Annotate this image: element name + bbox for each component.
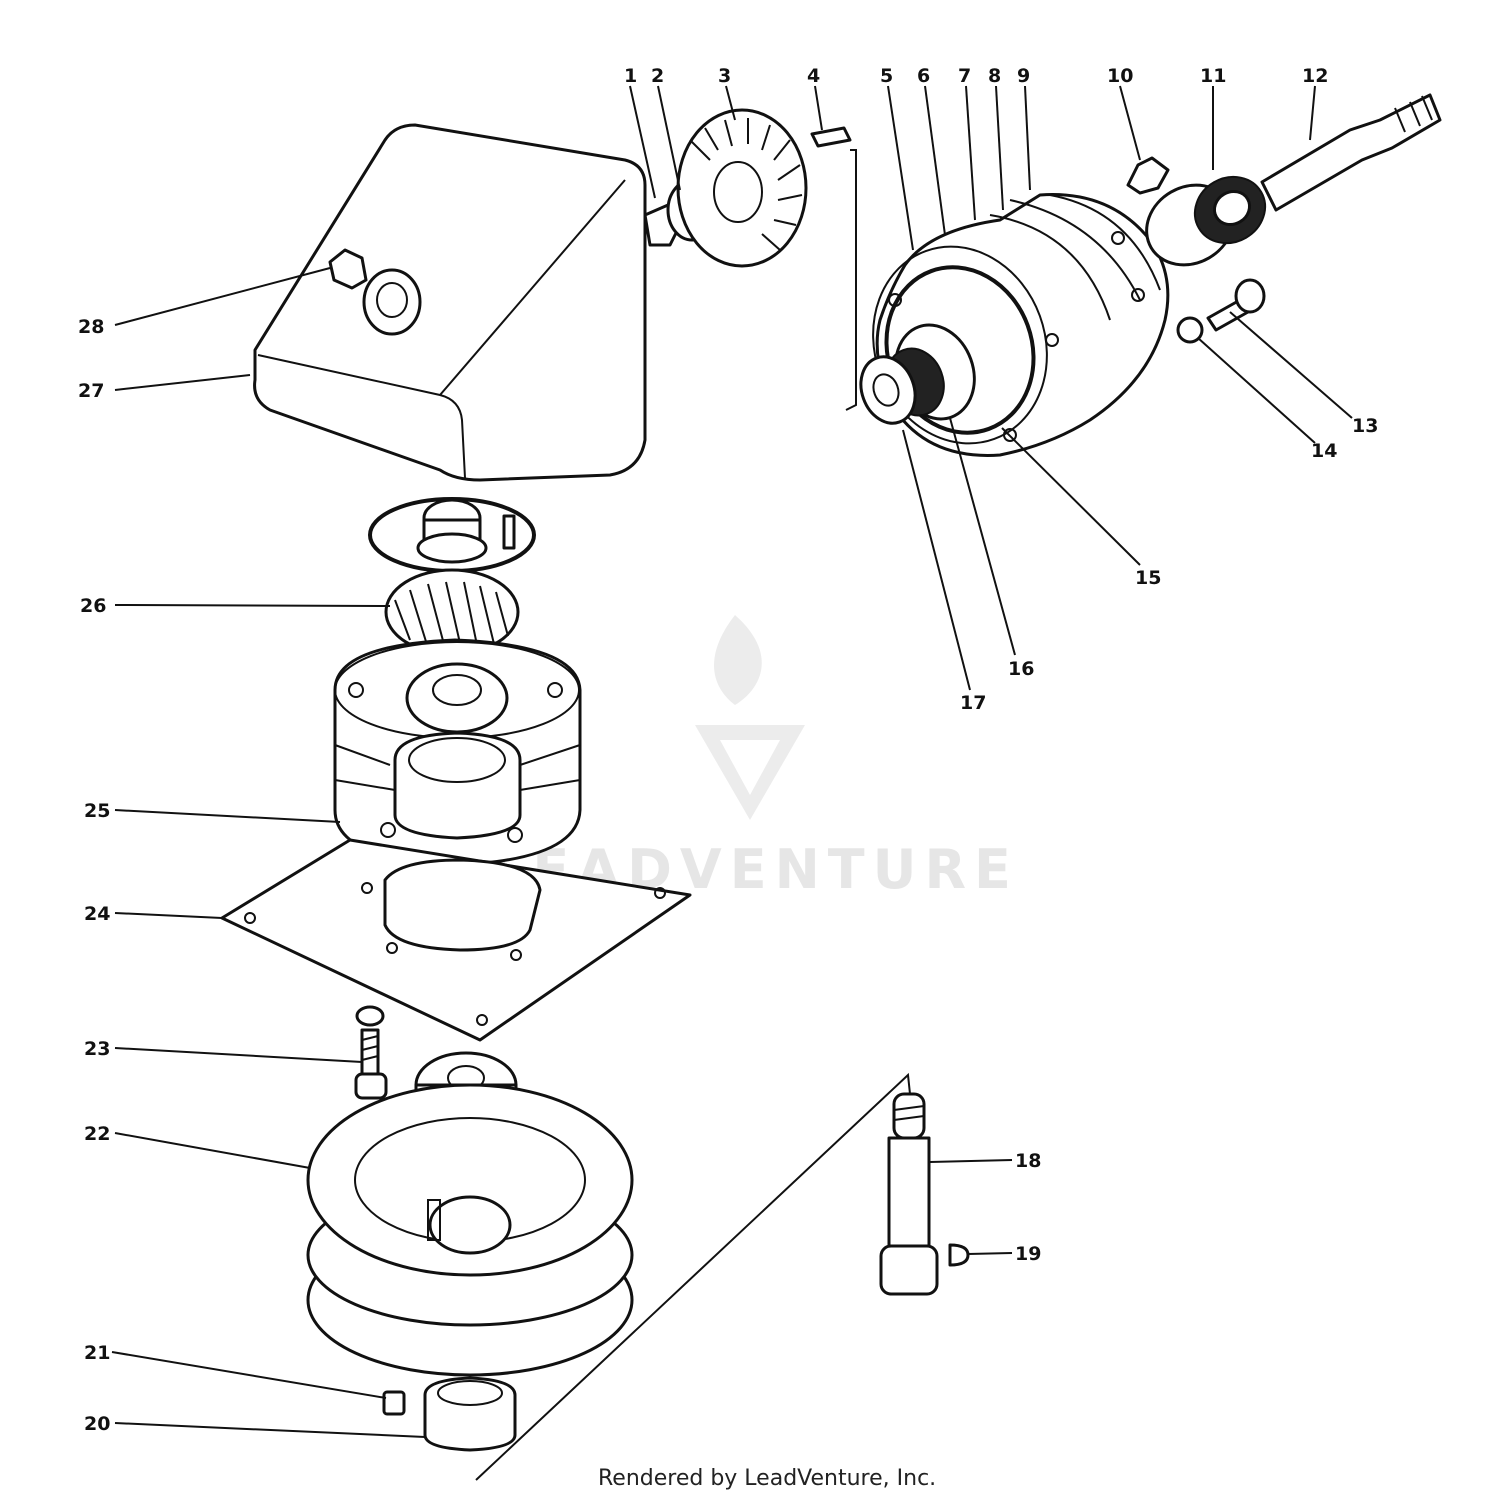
cap-screw-13	[1206, 278, 1266, 332]
callout-4: 4	[807, 65, 820, 87]
watermark-logo	[695, 615, 805, 820]
callout-7: 7	[958, 65, 971, 87]
callout-1: 1	[624, 65, 637, 87]
callout-23: 23	[84, 1038, 110, 1060]
callout-28: 28	[78, 316, 104, 338]
leader-lines	[111, 85, 1353, 1438]
upper-gear-train	[643, 108, 808, 268]
callout-11: 11	[1200, 65, 1226, 87]
key-alignment-line	[845, 149, 857, 411]
callout-9: 9	[1017, 65, 1030, 87]
grease-fitting-10	[1126, 156, 1170, 195]
callout-3: 3	[718, 65, 731, 87]
callout-12: 12	[1302, 65, 1328, 87]
callout-10: 10	[1107, 65, 1133, 87]
gearbox-cover	[253, 123, 647, 482]
woodruff-key-19	[948, 1243, 970, 1267]
seal-ring	[368, 497, 536, 573]
callout-5: 5	[880, 65, 893, 87]
shaft-housing	[872, 193, 1170, 457]
set-screw-21	[382, 1390, 406, 1416]
render-credit: Rendered by LeadVenture, Inc.	[598, 1466, 936, 1491]
callout-26: 26	[80, 595, 106, 617]
lock-washer-14	[1176, 316, 1204, 344]
callout-25: 25	[84, 800, 110, 822]
callout-27: 27	[78, 380, 104, 402]
outer-bearing-11	[1145, 175, 1267, 267]
cap-screw-23	[354, 1005, 388, 1100]
gasket-plate	[220, 838, 692, 1042]
inner-bearing	[859, 323, 976, 425]
callout-2: 2	[651, 65, 664, 87]
assembly-line-18	[475, 1072, 911, 1481]
callout-13: 13	[1352, 415, 1378, 437]
gearbox-housing	[333, 638, 582, 867]
hub-collar	[423, 1376, 517, 1452]
callout-19: 19	[1015, 1243, 1041, 1265]
callout-15: 15	[1135, 567, 1161, 589]
callout-21: 21	[84, 1342, 110, 1364]
callout-16: 16	[1008, 658, 1034, 680]
callout-6: 6	[917, 65, 930, 87]
callout-18: 18	[1015, 1150, 1041, 1172]
callout-8: 8	[988, 65, 1001, 87]
callout-20: 20	[84, 1413, 110, 1435]
shaft-key-4	[810, 126, 852, 148]
drive-pulley	[306, 1083, 634, 1377]
drive-shaft-18	[879, 1092, 939, 1296]
callout-14: 14	[1311, 440, 1337, 462]
callout-22: 22	[84, 1123, 110, 1145]
callout-17: 17	[960, 692, 986, 714]
splined-shaft-12	[1260, 93, 1442, 212]
callout-24: 24	[84, 903, 110, 925]
